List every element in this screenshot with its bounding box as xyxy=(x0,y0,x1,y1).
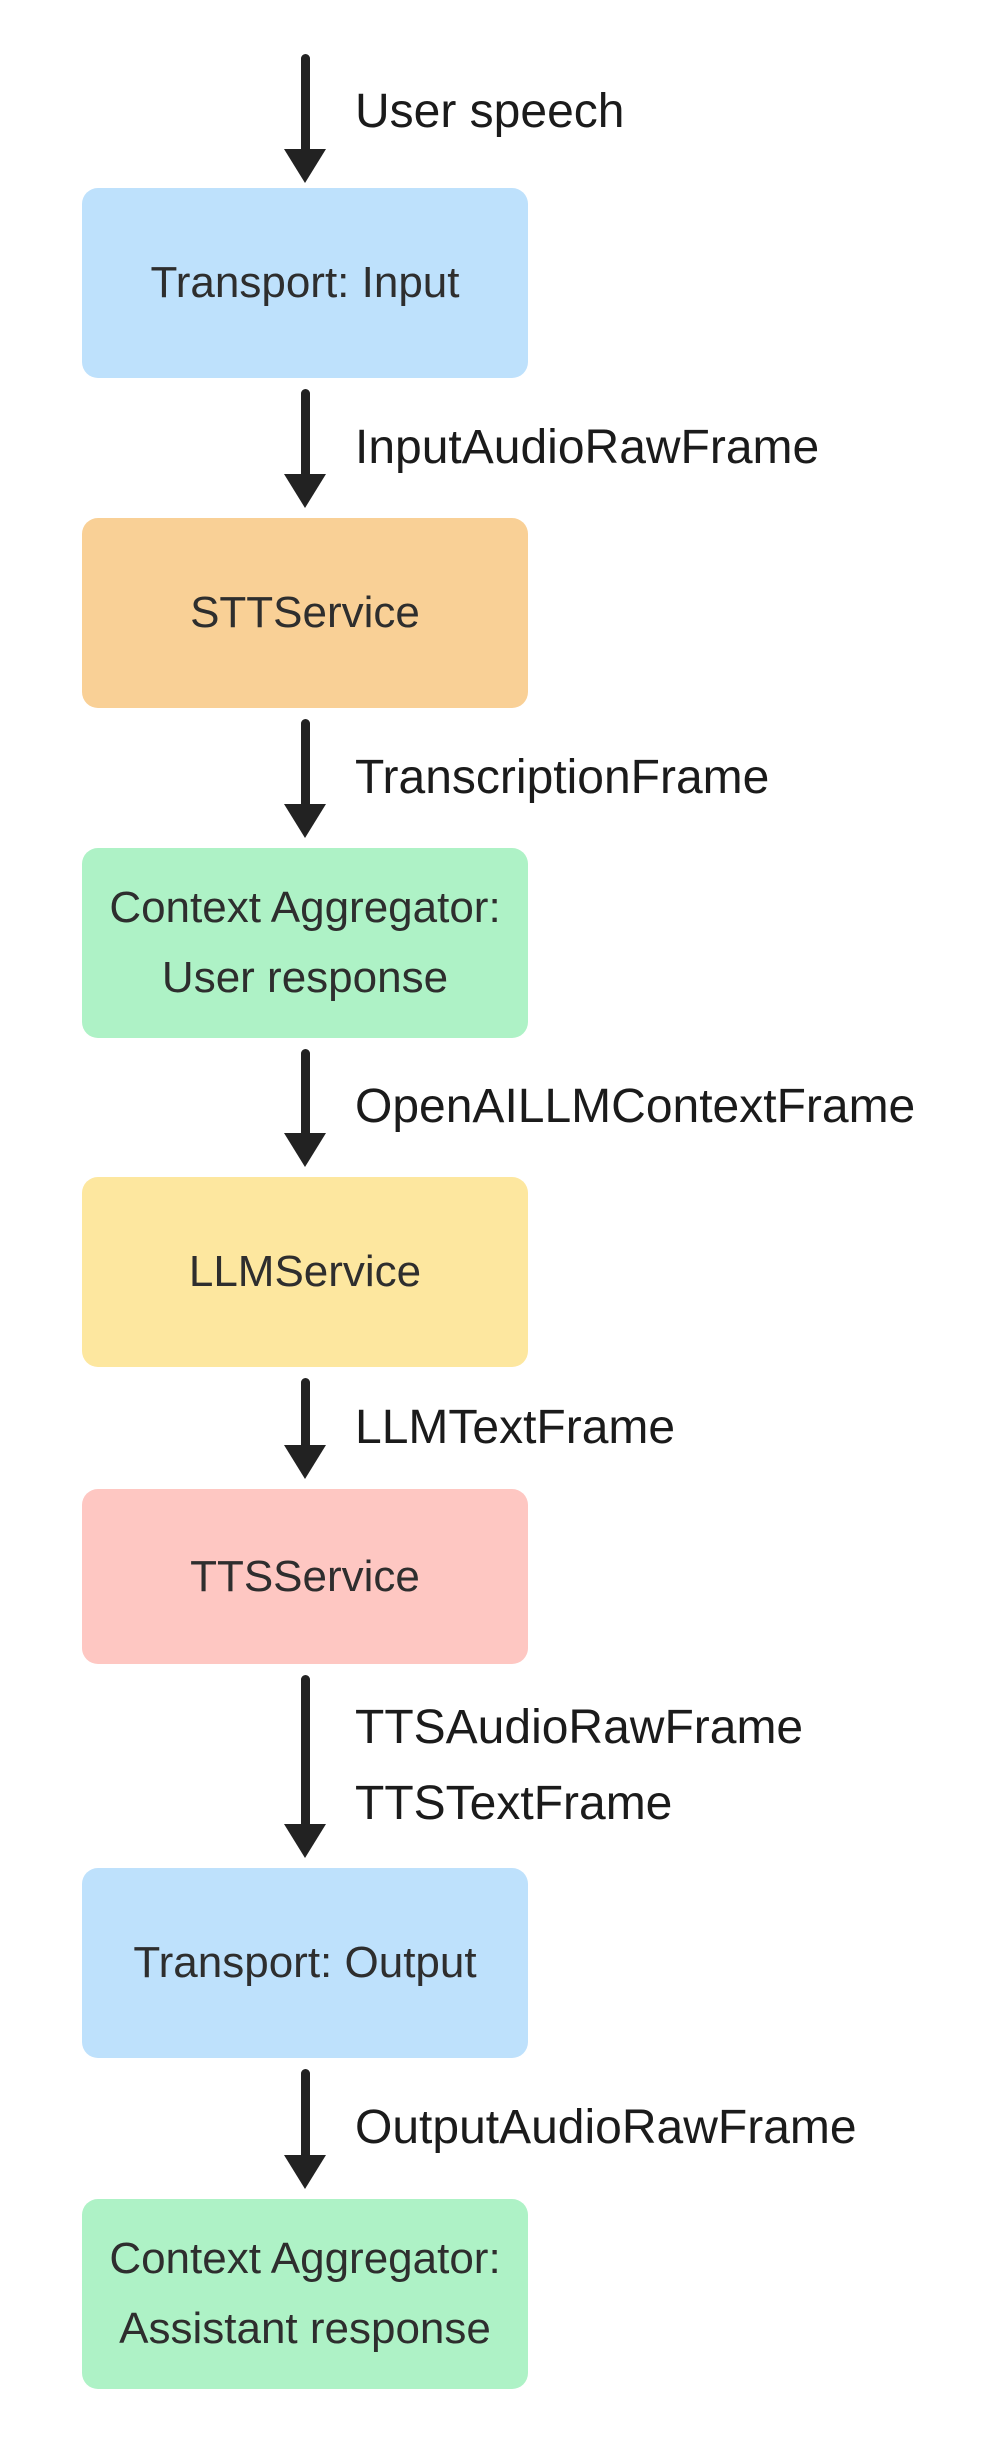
edge-label-line: TranscriptionFrame xyxy=(355,751,770,804)
arrow-head-icon xyxy=(284,1445,326,1479)
arrow-shaft xyxy=(300,389,310,476)
edge-label-openai-llm-context-frame: OpenAILLMContextFrame xyxy=(355,1069,915,1145)
edge-label-line: OpenAILLMContextFrame xyxy=(355,1080,916,1133)
node-label: Context Aggregator: xyxy=(109,883,501,932)
node-label: STTService xyxy=(190,588,420,637)
arrow-shaft xyxy=(300,1049,310,1135)
arrow-shaft xyxy=(300,54,310,151)
node-label: User response xyxy=(161,953,449,1002)
node-tts-service: TTSService xyxy=(82,1489,528,1664)
arrow-shaft xyxy=(300,2069,310,2157)
edge-label-line: User speech xyxy=(355,85,625,138)
edge-label-line: InputAudioRawFrame xyxy=(355,421,820,474)
arrow-down-icon xyxy=(284,1378,326,1479)
arrow-shaft xyxy=(300,1675,310,1826)
arrow-head-icon xyxy=(284,1133,326,1167)
node-transport-output: Transport: Output xyxy=(82,1868,528,2058)
edge-label-tts-frames: TTSAudioRawFrame TTSTextFrame xyxy=(355,1690,803,1842)
node-context-aggregator-assistant: Context Aggregator: Assistant response xyxy=(82,2199,528,2389)
edge-label-llm-text-frame: LLMTextFrame xyxy=(355,1390,675,1466)
arrow-down-icon xyxy=(284,2069,326,2189)
arrow-down-icon xyxy=(284,54,326,183)
node-stt-service: STTService xyxy=(82,518,528,708)
node-label: Transport: Input xyxy=(150,258,460,307)
node-label: TTSService xyxy=(190,1551,420,1601)
arrow-down-icon xyxy=(284,719,326,838)
arrow-down-icon xyxy=(284,389,326,508)
edge-label-line: LLMTextFrame xyxy=(355,1401,676,1454)
arrow-head-icon xyxy=(284,2155,326,2189)
edge-label-user-speech: User speech xyxy=(355,74,624,150)
edge-label-transcription-frame: TranscriptionFrame xyxy=(355,740,769,816)
arrow-down-icon xyxy=(284,1675,326,1858)
node-label: LLMService xyxy=(188,1247,422,1296)
arrow-shaft xyxy=(300,719,310,806)
edge-label-output-audio-raw-frame: OutputAudioRawFrame xyxy=(355,2090,857,2166)
arrow-head-icon xyxy=(284,149,326,183)
arrow-shaft xyxy=(300,1378,310,1447)
arrow-head-icon xyxy=(284,1824,326,1858)
node-context-aggregator-user: Context Aggregator: User response xyxy=(82,848,528,1038)
edge-label-line: TTSTextFrame xyxy=(355,1777,673,1830)
arrow-head-icon xyxy=(284,804,326,838)
arrow-head-icon xyxy=(284,474,326,508)
arrow-down-icon xyxy=(284,1049,326,1167)
edge-label-line: OutputAudioRawFrame xyxy=(355,2101,857,2154)
node-llm-service: LLMService xyxy=(82,1177,528,1367)
node-label: Context Aggregator: xyxy=(109,2234,501,2283)
edge-label-line: TTSAudioRawFrame xyxy=(355,1701,804,1754)
node-label: Transport: Output xyxy=(133,1938,477,1987)
edge-label-input-audio-raw-frame: InputAudioRawFrame xyxy=(355,410,819,486)
node-transport-input: Transport: Input xyxy=(82,188,528,378)
node-label: Assistant response xyxy=(119,2304,491,2353)
